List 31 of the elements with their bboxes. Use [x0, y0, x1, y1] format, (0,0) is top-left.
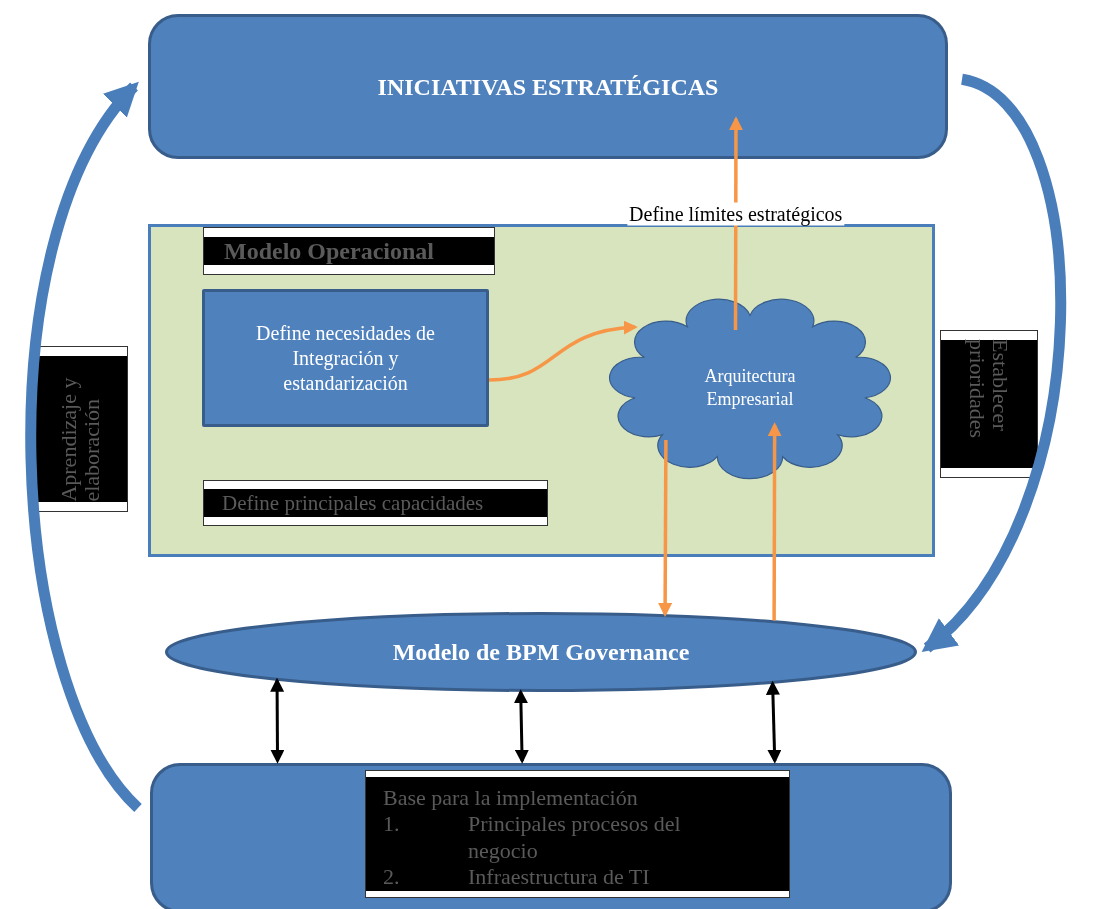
arrow: [767, 422, 782, 621]
initiative-box: [148, 14, 948, 159]
vertical-text: Aprendizaje y elaboración: [57, 376, 104, 502]
box-title: INICIATIVAS ESTRATÉGICAS: [377, 72, 719, 102]
vertical-text: Establecer prioridades: [965, 339, 1013, 440]
list-item: Principales procesos del negocio: [468, 811, 682, 865]
process-box: [202, 289, 489, 427]
side-label-box: [940, 330, 1038, 478]
list-item: Infraestructura de TI: [468, 864, 651, 891]
arrow: [270, 677, 285, 764]
box-text: Define principales capacidades: [222, 490, 484, 516]
panel-heading: Modelo Operacional: [224, 237, 434, 265]
ellipse-text: Modelo de BPM Governance: [392, 638, 690, 667]
arrow: [513, 689, 529, 764]
arrow: [728, 116, 743, 330]
list-heading: Base para la implementación: [383, 785, 639, 812]
arrow: [658, 440, 673, 618]
curved-arrow: [25, 81, 143, 812]
arrow: [488, 321, 638, 382]
cloud-text: Arquitectura Empresarial: [703, 365, 797, 410]
model-panel: [148, 224, 935, 557]
list-number: 1.: [383, 811, 401, 839]
list-number: 2.: [383, 864, 401, 891]
edge-label: Define límites estratégicos: [627, 202, 845, 226]
curved-arrow: [922, 74, 1066, 653]
box-text: Define necesidades de Integración y estandarización: [255, 320, 436, 396]
side-label-box: [33, 346, 128, 512]
arrow: [765, 680, 782, 764]
text-box: [365, 770, 790, 898]
label-box: [203, 480, 548, 526]
base-box: [150, 763, 952, 909]
